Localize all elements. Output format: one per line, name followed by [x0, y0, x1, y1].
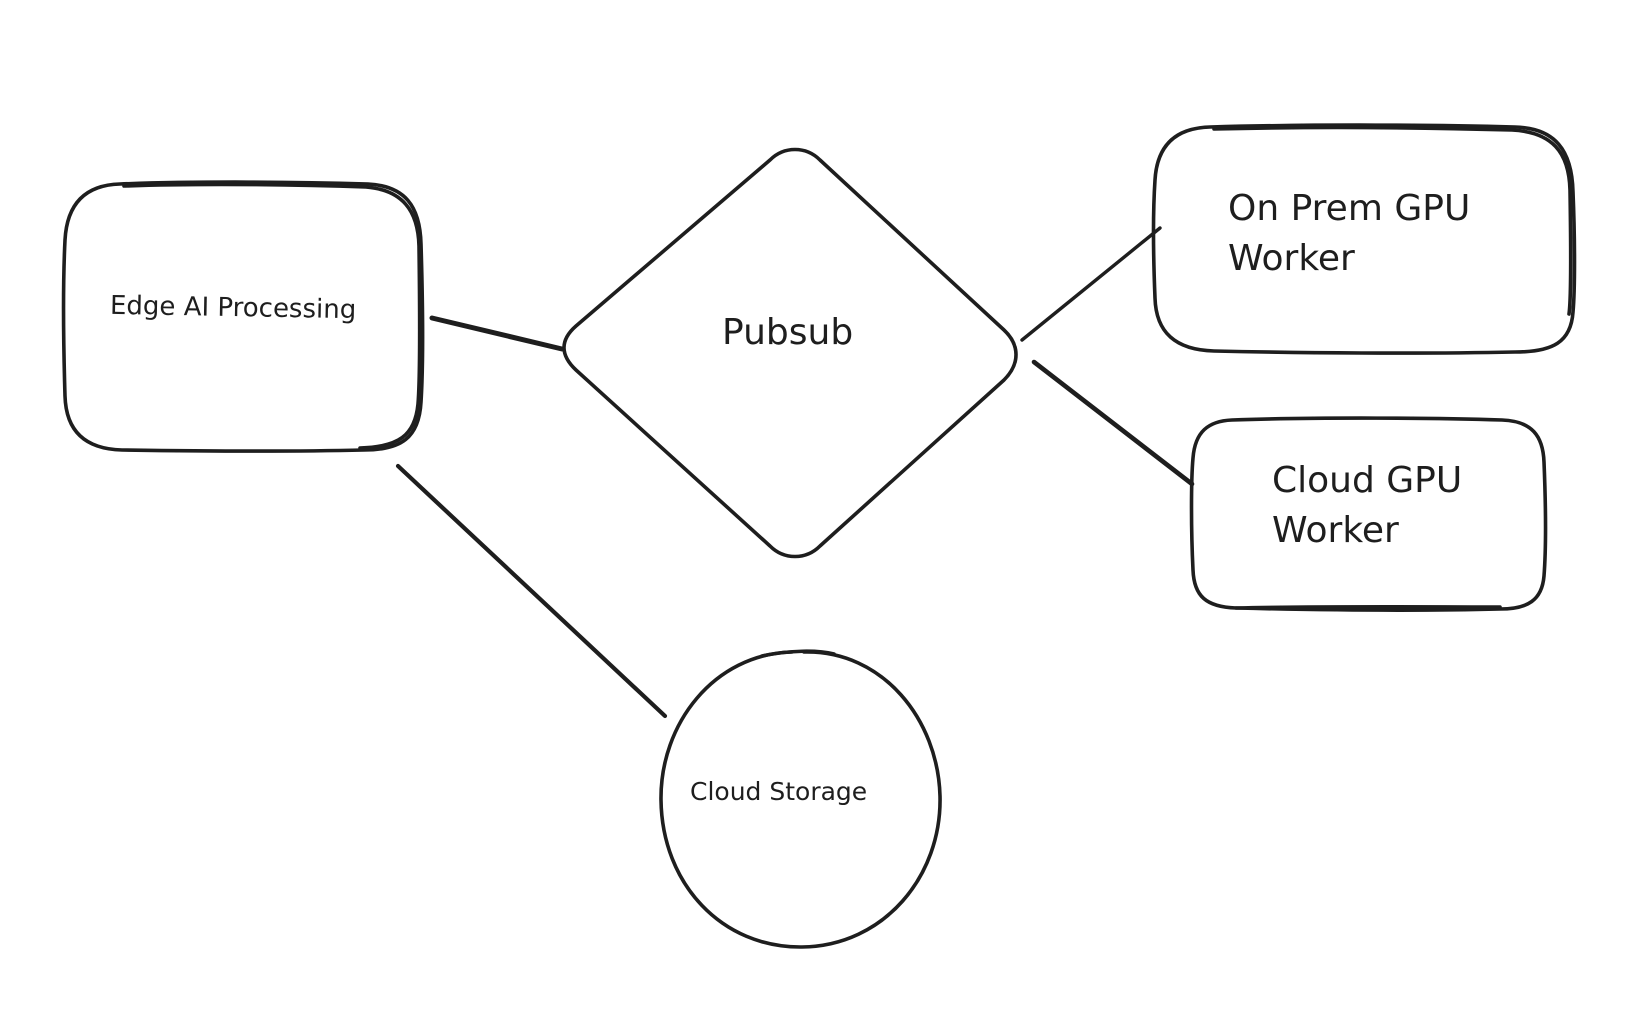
edge-ai-processing-label: Edge AI Processing — [109, 290, 357, 326]
pubsub-label: Pubsub — [722, 312, 854, 353]
pubsub-diamond[interactable] — [562, 147, 1018, 559]
edge-ai-processing-box-sketch — [122, 182, 422, 450]
on-prem-gpu-worker-label: On Prem GPU Worker — [1228, 188, 1471, 279]
cloud-gpu-worker-label: Cloud GPU Worker — [1272, 460, 1463, 551]
cloud-storage-circle-sketch — [760, 649, 836, 658]
connector-pubsub-to-onprem — [1020, 226, 1162, 342]
connector-pubsub-to-cloudgpu — [1031, 359, 1195, 487]
edge-ai-processing-box[interactable] — [61, 180, 425, 453]
cloud-storage-label: Cloud Storage — [690, 777, 868, 806]
on-prem-gpu-worker-box-sketch — [1212, 125, 1573, 316]
on-prem-gpu-worker-box[interactable] — [1151, 123, 1577, 355]
cloud-gpu-worker-box[interactable] — [1189, 416, 1548, 612]
connector-edge-to-storage — [395, 463, 668, 719]
connector-edge-to-pubsub — [429, 315, 565, 352]
cloud-gpu-worker-box-sketch — [1234, 604, 1502, 610]
cloud-storage-circle[interactable] — [659, 650, 942, 949]
